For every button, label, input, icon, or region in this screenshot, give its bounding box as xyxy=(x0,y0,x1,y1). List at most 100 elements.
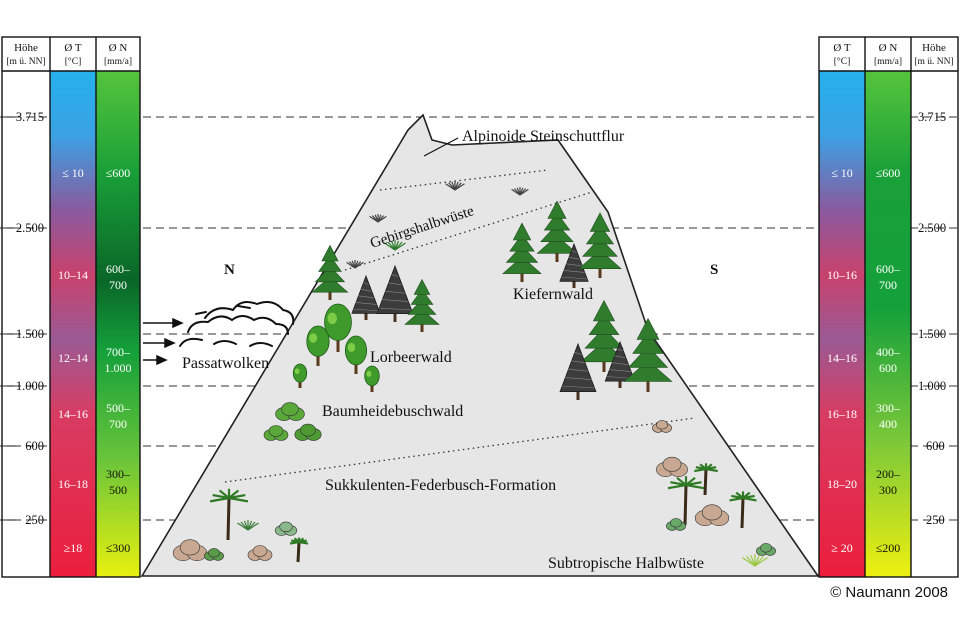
right-altitude-3715: 3.715 xyxy=(918,110,946,124)
left-altitude-1000: 1.000 xyxy=(16,379,44,393)
right-altitude-250: 250 xyxy=(926,513,945,527)
heath-bush xyxy=(263,425,289,441)
left-altitude-600: 600 xyxy=(25,439,44,453)
right-precip-4a: 300– xyxy=(876,401,901,415)
canary-palm xyxy=(694,463,718,496)
euphorbia-shrub xyxy=(756,543,776,556)
mountain-profile xyxy=(140,113,820,577)
copyright-notice: © Naumann 2008 xyxy=(830,584,948,601)
succulent-shrub xyxy=(247,545,273,561)
left-header-temp: Ø T xyxy=(64,42,81,54)
right-precipitation-bar xyxy=(865,37,911,577)
right-temperature-bar xyxy=(819,37,865,577)
right-altitude-1500: 1.500 xyxy=(918,327,946,341)
trade-wind-clouds xyxy=(179,301,295,347)
passatwolken-label: Passatwolken xyxy=(182,355,269,372)
pine-tree-dark xyxy=(376,264,414,322)
left-header-temp-unit: [°C] xyxy=(65,56,81,67)
heath-bush xyxy=(275,402,305,421)
pine-tree-dark xyxy=(351,274,381,320)
desert-scrub xyxy=(445,181,465,191)
right-precip-5a: 200– xyxy=(876,467,901,481)
boundary-gebirgshalbwueste xyxy=(344,191,593,271)
left-altitude-3715: 3.715 xyxy=(16,110,44,124)
left-header-altitude-unit: [m ü. NN] xyxy=(6,57,45,67)
euphorbia-shrub xyxy=(666,518,686,531)
left-precip-6: ≤300 xyxy=(106,541,131,555)
left-precip-4a: 500– xyxy=(106,401,131,415)
canary-pine-tree xyxy=(536,200,578,262)
left-temp-3: 12–14 xyxy=(58,351,88,365)
right-temp-1: ≤ 10 xyxy=(831,166,853,180)
left-temp-4: 14–16 xyxy=(58,407,88,421)
laurel-tree xyxy=(292,363,308,388)
succulent-shrub xyxy=(204,548,224,561)
boundary-alpine xyxy=(379,169,549,191)
desert-scrub xyxy=(369,214,387,223)
wind-arrows xyxy=(143,317,184,366)
left-precip-2a: 600– xyxy=(106,262,131,276)
right-temp-3: 14–16 xyxy=(827,351,857,365)
zone-boundaries xyxy=(224,169,696,483)
left-climate-table: Höhe [m ü. NN] Ø T [°C] Ø N [mm/a] 3.715… xyxy=(1,36,141,578)
left-temperature-bar xyxy=(50,37,96,577)
left-precip-5a: 300– xyxy=(106,467,131,481)
euphorbia-shrub xyxy=(274,521,298,536)
left-precip-5b: 500 xyxy=(109,483,127,497)
canary-palm xyxy=(289,537,309,563)
right-precip-6: ≤200 xyxy=(876,541,901,555)
alpine-leader-line xyxy=(423,137,459,157)
laurel-tree xyxy=(306,325,330,366)
left-altitude-2500: 2.500 xyxy=(16,221,44,235)
left-header-precip: Ø N xyxy=(109,42,128,54)
left-temp-1: ≤ 10 xyxy=(62,166,84,180)
zone-baumheide-label: Baumheidebuschwald xyxy=(322,403,463,420)
left-precip-2b: 700 xyxy=(109,278,127,292)
pine-tree-dark xyxy=(559,242,589,288)
right-precip-2b: 700 xyxy=(879,278,897,292)
left-precip-1: ≤600 xyxy=(106,166,131,180)
heath-bush xyxy=(294,423,322,441)
canary-palm xyxy=(729,491,757,529)
right-climate-table: Ø T [°C] Ø N [mm/a] Höhe [m ü. NN] 3.715… xyxy=(818,36,959,578)
right-altitude-1000: 1.000 xyxy=(918,379,946,393)
left-header-precip-unit: [mm/a] xyxy=(104,57,132,67)
left-precipitation-bar xyxy=(96,37,140,577)
left-precip-3a: 700– xyxy=(106,345,131,359)
left-temp-6: ≥18 xyxy=(64,541,83,555)
left-altitude-250: 250 xyxy=(25,513,44,527)
canary-pine-tree xyxy=(404,278,440,332)
desert-scrub xyxy=(384,240,406,251)
canary-pine-tree xyxy=(623,317,673,392)
north-label: N xyxy=(224,262,235,278)
succulent-shrub xyxy=(656,456,688,477)
succulent-shrub xyxy=(652,420,672,433)
left-header-altitude: Höhe xyxy=(14,42,38,54)
right-altitude-2500: 2.500 xyxy=(918,221,946,235)
canary-pine-tree xyxy=(311,244,349,300)
canary-pine-tree xyxy=(502,222,542,282)
pine-tree-dark xyxy=(604,340,636,388)
right-precip-1: ≤600 xyxy=(876,166,901,180)
right-altitude-600: 600 xyxy=(926,439,945,453)
south-label: S xyxy=(710,262,718,278)
right-header-temp-unit: [°C] xyxy=(834,56,850,67)
laurel-tree xyxy=(364,365,380,392)
canary-pine-tree xyxy=(578,212,622,278)
altitude-lines xyxy=(0,116,960,521)
laurel-tree xyxy=(344,335,368,374)
left-temp-5: 16–18 xyxy=(58,477,88,491)
desert-scrub xyxy=(511,187,529,196)
desert-scrub xyxy=(346,260,364,269)
right-precip-3a: 400– xyxy=(876,345,901,359)
laurel-tree xyxy=(324,303,352,352)
succulent-shrub xyxy=(694,504,730,526)
right-precip-4b: 400 xyxy=(879,417,897,431)
zone-lorbeerwald-label: Lorbeerwald xyxy=(370,349,452,366)
succulent-grass xyxy=(237,520,259,531)
zone-kiefernwald-label: Kiefernwald xyxy=(513,286,593,303)
succulent-grass xyxy=(742,554,768,567)
canary-palm xyxy=(209,488,249,541)
boundary-sukkulenten xyxy=(224,417,696,483)
